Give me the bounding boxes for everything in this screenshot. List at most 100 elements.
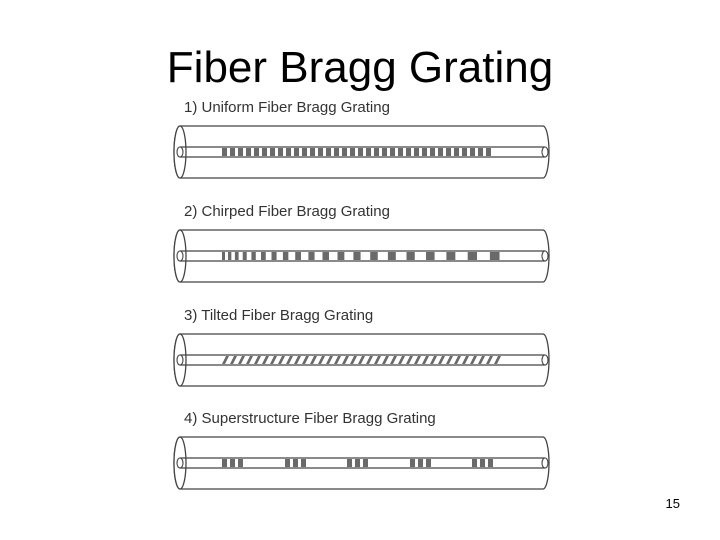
page-number: 15 [665,496,680,511]
grating-mark [254,356,261,364]
grating-mark [271,252,277,260]
diagram-label: 2) Chirped Fiber Bragg Grating [184,203,390,220]
grating-mark [462,148,467,156]
grating-mark [238,148,243,156]
grating-mark [342,356,349,364]
grating-mark [326,356,333,364]
grating-mark [454,148,459,156]
fiber-diagram-superstructure: 4) Superstructure Fiber Bragg Grating [173,410,550,490]
grating-mark [334,356,341,364]
core-end-cap [541,146,549,158]
grating-mark [353,252,361,260]
diagram-label: 4) Superstructure Fiber Bragg Grating [184,410,436,427]
core-end-cap [176,457,184,469]
grating-mark [222,356,229,364]
grating-mark [486,148,491,156]
grating-mark [242,252,247,260]
grating-mark [293,459,298,467]
grating-mark [262,148,267,156]
grating-mark [251,252,256,260]
grating-mark [294,148,299,156]
grating-mark [470,356,477,364]
grating-mark [230,356,237,364]
grating-mark [462,356,469,364]
grating-mark [398,356,405,364]
grating-mark [350,356,357,364]
grating-mark [374,148,379,156]
core-end-cap [176,354,184,366]
grating-mark [326,148,331,156]
grating-mark [355,459,360,467]
grating-mark [322,252,329,260]
grating-mark [318,356,325,364]
fiber-diagram-chirped: 2) Chirped Fiber Bragg Grating [173,203,550,283]
grating-mark [222,148,227,156]
grating-mark [230,148,235,156]
grating-mark [270,356,277,364]
grating-mark [262,356,269,364]
grating-mark [310,356,317,364]
grating-mark [438,148,443,156]
grating-mark [366,356,373,364]
grating-mark [374,356,381,364]
grating-mark [446,356,453,364]
grating-mark [261,252,266,260]
core-end-cap [541,354,549,366]
grating-mark [222,459,227,467]
grating-mark [254,148,259,156]
diagram-label: 3) Tilted Fiber Bragg Grating [184,307,373,324]
fiber-diagram-uniform: 1) Uniform Fiber Bragg Grating [173,99,550,179]
grating-mark [488,459,493,467]
grating-mark [472,459,477,467]
grating-mark [295,252,301,260]
grating-mark [387,252,396,260]
grating-mark [410,459,415,467]
grating-mark [246,148,251,156]
grating-mark [454,356,461,364]
grating-mark [398,148,403,156]
grating-mark [294,356,301,364]
grating-mark [366,148,371,156]
grating-mark [446,148,451,156]
grating-mark [406,356,413,364]
grating-mark [302,356,309,364]
grating-mark [390,356,397,364]
grating-mark [422,148,427,156]
grating-mark [426,459,431,467]
grating-mark [486,356,493,364]
grating-mark [301,459,306,467]
diagram-label: 1) Uniform Fiber Bragg Grating [184,99,390,116]
grating-mark [228,252,232,260]
grating-mark [406,148,411,156]
grating-mark [382,148,387,156]
grating-mark [238,356,245,364]
grating-mark [282,252,289,260]
grating-mark [363,459,368,467]
core-end-cap [176,146,184,158]
grating-mark [270,148,275,156]
grating-mark [390,148,395,156]
grating-mark [350,148,355,156]
grating-mark [414,148,419,156]
grating-mark [286,148,291,156]
grating-mark [470,148,475,156]
slide-title: Fiber Bragg Grating [166,43,554,92]
grating-mark [308,252,315,260]
grating-mark [246,356,253,364]
grating-mark [422,356,429,364]
grating-mark [489,252,500,260]
fiber-diagram-tilted: 3) Tilted Fiber Bragg Grating [173,307,550,387]
grating-mark [418,459,423,467]
grating-mark [438,356,445,364]
grating-mark [446,252,456,260]
grating-mark [318,148,323,156]
grating-mark [382,356,389,364]
grating-mark [337,252,345,260]
grating-mark [347,459,352,467]
grating-mark [238,459,243,467]
grating-mark [370,252,378,260]
grating-mark [480,459,485,467]
grating-mark [358,148,363,156]
grating-mark [342,148,347,156]
